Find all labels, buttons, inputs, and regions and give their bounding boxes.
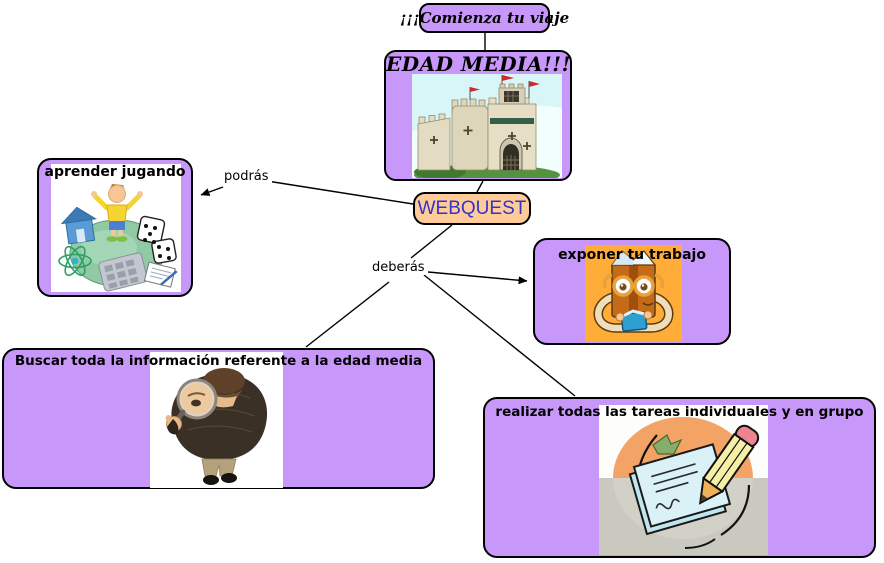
line-deberas-to-exponer: [427, 271, 528, 285]
link-label-deberas[interactable]: deberás: [369, 260, 428, 275]
line-webquest-to-deberas: [410, 224, 453, 259]
line-deberas-to-realizar: [423, 274, 576, 397]
line-webquest-to-podras: [266, 180, 414, 205]
book-character-reading-illustration: [585, 245, 682, 342]
node-comienza-label: ¡¡¡Comienza tu viaje: [399, 9, 570, 27]
line-podras-to-aprender: [200, 186, 224, 196]
node-webquest-label: WEBQUEST: [417, 197, 527, 219]
link-label-podras[interactable]: podrás: [221, 169, 272, 184]
node-aprender-jugando[interactable]: aprender jugando: [37, 158, 193, 297]
line-deberas-to-buscar: [305, 281, 390, 348]
node-comienza-tu-viaje[interactable]: ¡¡¡Comienza tu viaje: [400, 3, 569, 33]
node-buscar-label: Buscar toda la información referente a l…: [14, 353, 423, 369]
node-webquest[interactable]: WEBQUEST: [413, 192, 531, 225]
child-playing-on-globe-illustration: [51, 164, 181, 292]
node-exponer-label: exponer tu trabajo: [558, 247, 706, 263]
node-edad-media[interactable]: EDAD MEDIA!!!: [384, 50, 572, 181]
pencil-writing-on-paper-illustration: [599, 405, 768, 555]
person-with-magnifying-glass-photo: [150, 352, 283, 488]
medieval-castle-illustration: [412, 74, 562, 178]
node-realizar-tareas[interactable]: realizar todas las tareas individuales y…: [483, 397, 876, 558]
node-aprender-label: aprender jugando: [44, 164, 186, 180]
node-exponer-tu-trabajo[interactable]: exponer tu trabajo: [533, 238, 731, 345]
line-edad-to-webquest: [476, 180, 484, 193]
node-edad-media-label: EDAD MEDIA!!!: [386, 52, 571, 76]
node-buscar-informacion[interactable]: Buscar toda la información referente a l…: [2, 348, 435, 489]
node-realizar-label: realizar todas las tareas individuales y…: [495, 404, 864, 420]
